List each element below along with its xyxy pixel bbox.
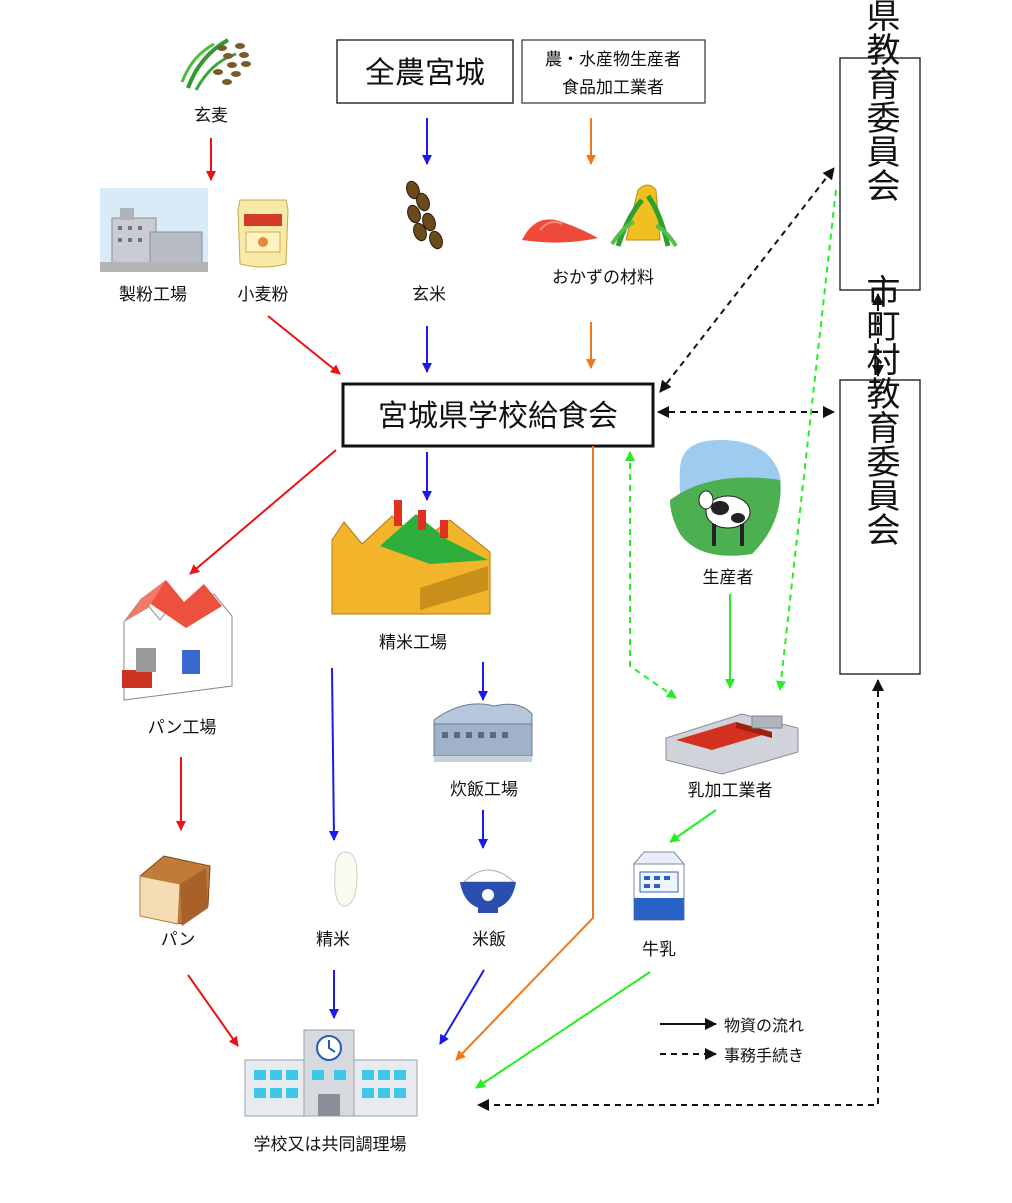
dashed-kyushoku-processor bbox=[625, 451, 677, 699]
genmai-label: 玄米 bbox=[412, 285, 446, 305]
seifun-factory-label: 製粉工場 bbox=[119, 285, 187, 305]
genbaku-label: 玄麦 bbox=[194, 106, 228, 126]
rice-cooking-factory-icon bbox=[433, 703, 533, 762]
milk-carton-icon bbox=[632, 851, 686, 921]
prefecture-board-box: 県教育委員会 bbox=[839, 0, 921, 291]
komugiko-label: 小麦粉 bbox=[238, 285, 289, 305]
arrow-processor-to-milk bbox=[669, 809, 717, 843]
school-label: 学校又は共同調理場 bbox=[254, 1135, 407, 1155]
arrow-pan-to-school bbox=[187, 974, 239, 1047]
rice-grain-icon bbox=[334, 851, 358, 907]
producers-label-1: 農・水産物生産者 bbox=[545, 50, 681, 70]
wheat-icon bbox=[180, 38, 251, 91]
arrow-seimai-factory-to-seimai bbox=[328, 667, 339, 841]
legend: 物資の流れ 事務手続き bbox=[660, 1016, 804, 1065]
flour-bag-icon bbox=[237, 199, 289, 268]
milk-label: 牛乳 bbox=[642, 940, 676, 960]
pan-factory-label: パン工場 bbox=[148, 718, 217, 738]
zennou-box: 全農宮城 bbox=[336, 39, 514, 104]
legend-solid-label: 物資の流れ bbox=[724, 1016, 804, 1035]
municipal-board-label: 市町村教育委員会 bbox=[860, 274, 900, 546]
bread-loaf-icon bbox=[139, 855, 211, 926]
flour-mill-factory-icon bbox=[100, 188, 208, 272]
dairy-producer-label: 生産者 bbox=[703, 568, 754, 588]
zennou-label: 全農宮城 bbox=[365, 56, 485, 91]
school-building-icon bbox=[244, 1029, 418, 1117]
seimai-factory-label: 精米工場 bbox=[379, 633, 447, 653]
producers-label-2: 食品加工業者 bbox=[562, 78, 664, 98]
side-dish-materials-icon bbox=[522, 184, 678, 248]
beihan-label: 米飯 bbox=[472, 930, 506, 950]
milk-processing-plant-icon bbox=[665, 713, 799, 775]
dairy-cow-icon bbox=[670, 440, 781, 556]
prefecture-board-label: 県教育委員会 bbox=[860, 0, 900, 202]
brown-rice-icon bbox=[406, 180, 443, 250]
bread-factory-icon bbox=[122, 580, 233, 701]
municipal-board-box: 市町村教育委員会 bbox=[839, 274, 921, 675]
kyushoku-kai-label: 宮城県学校給食会 bbox=[378, 399, 618, 434]
rice-bowl-icon bbox=[460, 869, 516, 913]
suihan-factory-label: 炊飯工場 bbox=[450, 780, 518, 800]
arrow-flour-to-kyushoku bbox=[267, 315, 341, 375]
producers-box: 農・水産物生産者 食品加工業者 bbox=[521, 39, 706, 104]
okazu-label: おかずの材料 bbox=[552, 268, 654, 288]
pan-label: パン bbox=[161, 930, 196, 950]
legend-dashed-label: 事務手続き bbox=[724, 1046, 804, 1065]
dashed-kyushoku-prefecture bbox=[659, 167, 835, 393]
arrow-beihan-to-school bbox=[439, 969, 485, 1045]
arrow-kyushoku-to-pan-factory bbox=[189, 449, 337, 575]
rice-polishing-factory-icon bbox=[331, 500, 491, 615]
arrow-milk-to-school bbox=[475, 971, 651, 1089]
seimai-label: 精米 bbox=[316, 930, 350, 950]
dashed-prefecture-to-processor bbox=[776, 189, 837, 691]
kyushoku-kai-box: 宮城県学校給食会 bbox=[341, 382, 655, 448]
milk-processor-label: 乳加工業者 bbox=[688, 781, 773, 801]
